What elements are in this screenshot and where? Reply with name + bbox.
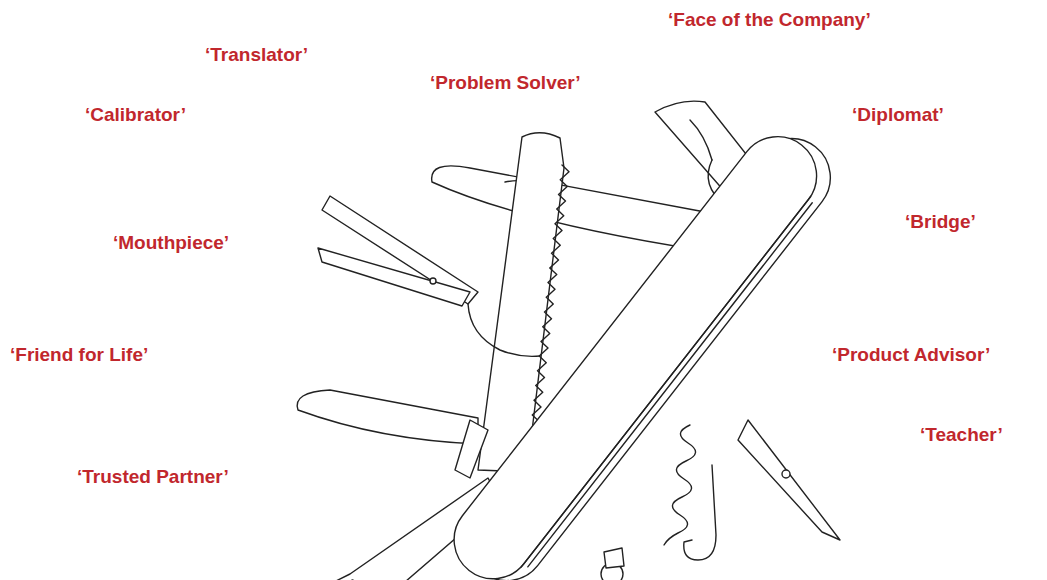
role-label: ‘Bridge’ (905, 211, 976, 233)
screwdriver-tip (455, 420, 488, 478)
handle-edge (528, 203, 812, 567)
role-label: ‘Teacher’ (920, 424, 1003, 446)
role-label: ‘Diplomat’ (852, 104, 944, 126)
role-label: ‘Face of the Company’ (668, 9, 871, 31)
scissor-pivot (430, 278, 436, 284)
role-label: ‘Product Advisor’ (832, 344, 990, 366)
scissor-spring (468, 304, 540, 356)
hook-tool (684, 465, 716, 560)
corkscrew (664, 425, 696, 545)
small-blade (297, 390, 478, 444)
small-blade (738, 420, 840, 540)
main-blade (432, 166, 705, 250)
scissor-blade (318, 248, 470, 306)
role-label: ‘Calibrator’ (85, 104, 186, 126)
role-label: ‘Trusted Partner’ (77, 466, 229, 488)
role-label: ‘Translator’ (205, 44, 308, 66)
role-label: ‘Mouthpiece’ (113, 232, 229, 254)
opener-slot (690, 120, 712, 160)
role-label: ‘Friend for Life’ (10, 344, 148, 366)
ring-lug (604, 548, 624, 568)
handle-edge (521, 197, 810, 567)
nail-nick (782, 470, 790, 478)
handle-front (438, 121, 836, 580)
knife-handle (438, 121, 832, 580)
role-label: ‘Problem Solver’ (430, 72, 581, 94)
